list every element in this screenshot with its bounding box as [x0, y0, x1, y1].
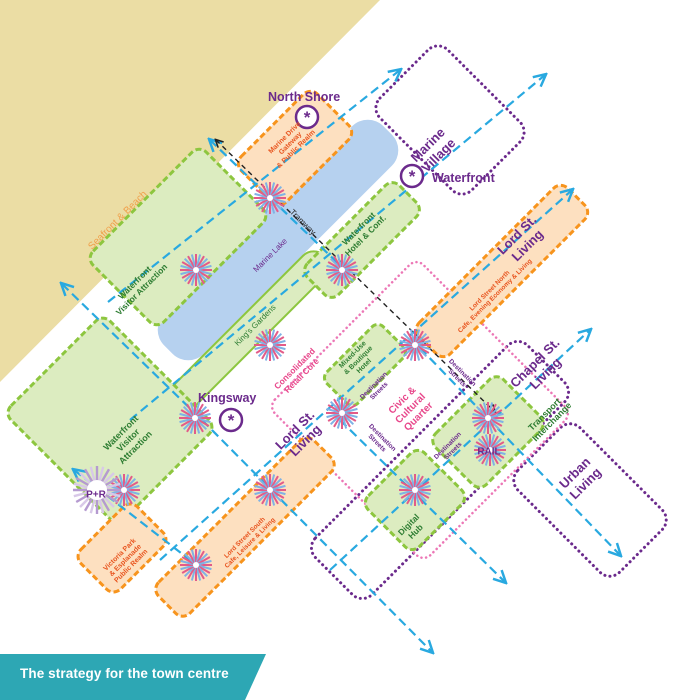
caption-banner: The strategy for the town centre — [0, 654, 700, 700]
junction-marker — [399, 329, 431, 361]
junction-markers — [73, 182, 506, 581]
park-ride-label: P+R — [86, 490, 107, 501]
junction-marker — [326, 254, 358, 286]
zone-victoria-park — [76, 502, 168, 594]
svg-text:*: * — [304, 108, 311, 127]
waterfront-label: Waterfront — [432, 171, 496, 185]
north-shore-icon: * — [294, 104, 320, 130]
caption-banner-shape — [0, 654, 266, 700]
zone-lord-st-north — [414, 183, 590, 359]
junction-marker — [474, 434, 506, 466]
junction-marker — [179, 402, 211, 434]
junction-marker — [399, 474, 431, 506]
junction-marker — [472, 402, 504, 434]
zone-waterfront-attraction-2 — [6, 316, 214, 524]
junction-marker — [254, 182, 286, 214]
junction-marker — [326, 397, 358, 429]
rail-label: RAIL — [477, 447, 500, 458]
zone-chapel-st — [309, 339, 571, 601]
route-nw-3 — [74, 470, 191, 561]
destination-streets-3-label: DestinationStreets — [362, 423, 397, 458]
junction-marker — [180, 254, 212, 286]
waterfront-icon: * — [399, 163, 425, 189]
caption-text: The strategy for the town centre — [20, 666, 229, 681]
route-nw-2 — [201, 419, 432, 652]
north-shore-label: North Shore — [268, 90, 340, 104]
kingsway-icon: * — [218, 407, 244, 433]
civic-quarter-label: Civic &CulturalQuarter — [385, 383, 436, 434]
route-ne-4 — [329, 330, 590, 571]
route-ne-3 — [159, 190, 572, 561]
route-nw-1 — [62, 284, 203, 421]
junction-marker — [73, 466, 121, 514]
chapel-st-living-label: Chapel St.Living — [507, 335, 573, 401]
svg-text:*: * — [228, 411, 235, 430]
zone-civic-quarter — [270, 260, 570, 560]
kingsway-label: Kingsway — [198, 391, 256, 405]
junction-marker — [254, 329, 286, 361]
junction-marker — [180, 549, 212, 581]
zone-urban-living — [512, 422, 668, 578]
urban-living-label: UrbanLiving — [556, 454, 604, 502]
junction-marker — [254, 474, 286, 506]
svg-text:*: * — [409, 167, 416, 186]
